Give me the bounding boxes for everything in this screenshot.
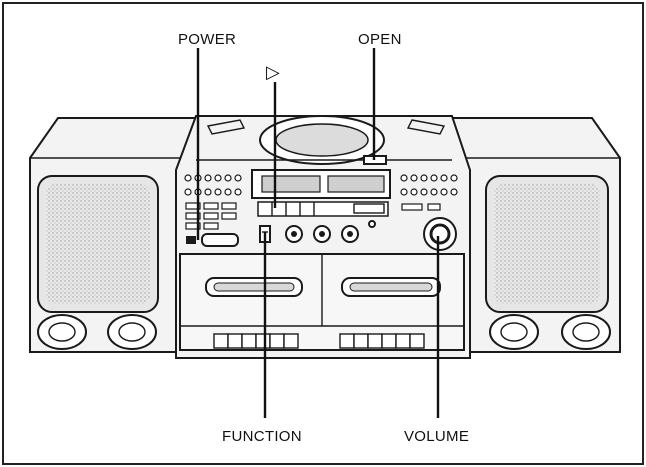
function-label: FUNCTION (222, 428, 302, 445)
left-knob-1 (37, 314, 87, 350)
volume-label: VOLUME (404, 428, 469, 445)
right-button-grid (400, 174, 458, 211)
right-speaker-cabinet (447, 117, 621, 353)
open-label: OPEN (358, 31, 402, 48)
callout-lines (196, 48, 440, 418)
power-switch-shape (201, 233, 239, 247)
left-knob-2 (107, 314, 157, 350)
boombox (29, 115, 621, 359)
right-knob-1 (489, 314, 539, 350)
play-symbol-label: ▷ (266, 62, 280, 83)
power-label: POWER (178, 31, 236, 48)
left-speaker-cabinet (29, 117, 201, 353)
center-unit (175, 115, 471, 359)
left-button-grid (184, 174, 242, 230)
right-knob-2 (561, 314, 611, 350)
